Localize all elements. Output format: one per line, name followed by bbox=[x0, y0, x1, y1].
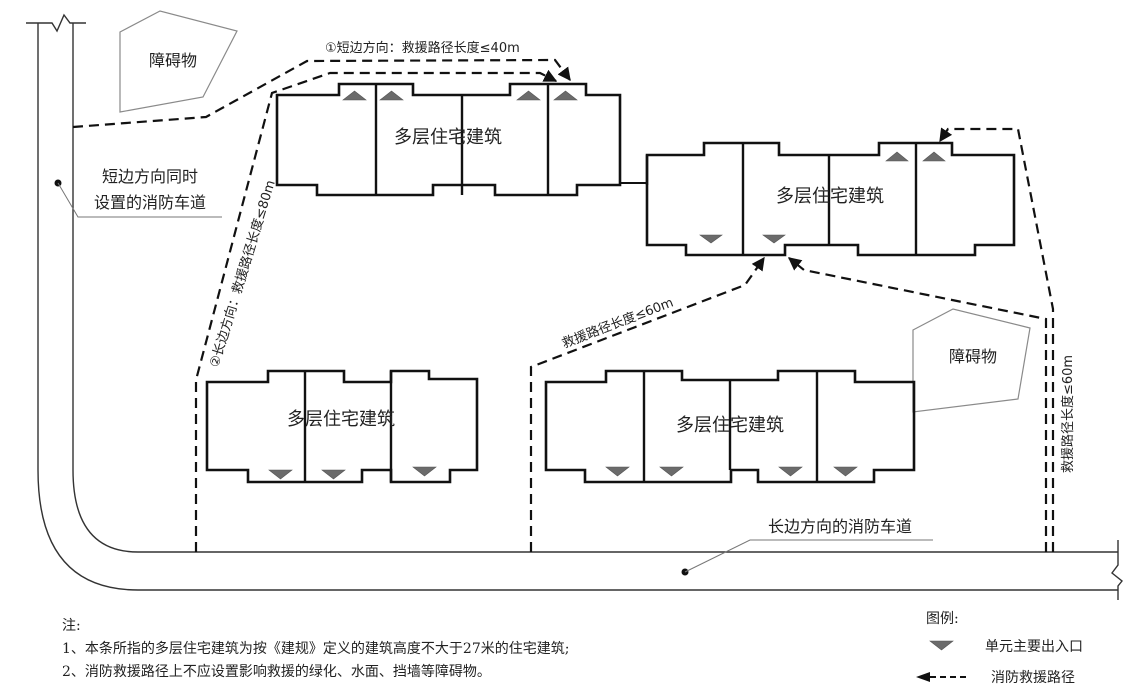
entrance-triangle-icon bbox=[699, 234, 723, 244]
notes: 注: 1、本条所指的多层住宅建筑为按《建规》定义的建筑高度不大于27米的住宅建筑… bbox=[62, 618, 569, 680]
short-side-road-callout: 短边方向同时 设置的消防车道 bbox=[54, 167, 222, 218]
entrance-triangle-icon bbox=[929, 640, 954, 651]
building-label: 多层住宅建筑 bbox=[394, 127, 502, 148]
building-top-left: 多层住宅建筑 bbox=[275, 82, 622, 197]
building-label: 多层住宅建筑 bbox=[676, 415, 784, 436]
legend-label: 消防救援路径 bbox=[991, 670, 1075, 686]
entrance-triangle-icon bbox=[342, 90, 367, 101]
entrance-triangle-icon bbox=[516, 90, 541, 101]
obstacle-right: 障碍物 bbox=[912, 308, 1031, 413]
long-side-road-callout: 长边方向的消防车道 bbox=[681, 517, 933, 576]
road-inner-edge bbox=[72, 23, 1118, 553]
road-outer-edge bbox=[37, 23, 1118, 591]
entrance-triangle-icon bbox=[605, 466, 630, 477]
legend-title: 图例: bbox=[926, 611, 959, 627]
entrance-triangle-icon bbox=[268, 469, 293, 480]
rescue-path-right-upper bbox=[939, 127, 1055, 552]
road-break-symbol-top bbox=[26, 13, 86, 33]
rescue-path-label-right: 救援路径长度≤60m bbox=[1060, 355, 1076, 473]
fire-lane-road bbox=[26, 13, 1123, 600]
entrance-triangle-icon bbox=[412, 466, 437, 477]
entrance-triangle-icon bbox=[885, 151, 909, 162]
entrance-triangle-icon bbox=[762, 234, 786, 244]
rescue-path-label-middle: 救援路径长度≤60m bbox=[560, 294, 676, 351]
entrance-triangle-icon bbox=[922, 151, 946, 162]
rescue-path-label-short-side: ①短边方向：救援路径长度≤40m bbox=[325, 40, 520, 56]
legend: 图例: 单元主要出入口 消防救援路径 bbox=[916, 611, 1083, 686]
leader-line bbox=[684, 539, 933, 573]
building-label: 多层住宅建筑 bbox=[776, 186, 884, 207]
building-bottom-right: 多层住宅建筑 bbox=[544, 369, 916, 484]
road-break-symbol-right bbox=[1111, 540, 1123, 600]
road-label-line2: 设置的消防车道 bbox=[94, 193, 206, 212]
entrance-triangle-icon bbox=[833, 466, 858, 477]
note-item: 2、消防救援路径上不应设置影响救援的绿化、水面、挡墙等障碍物。 bbox=[62, 663, 491, 680]
rescue-path-long-side bbox=[194, 69, 558, 552]
building-label: 多层住宅建筑 bbox=[287, 409, 395, 430]
entrance-triangle-icon bbox=[778, 466, 803, 477]
rescue-path-right-lower bbox=[787, 257, 1048, 552]
rescue-path-label-long-side: ②长边方向：救援路径长度≤80m bbox=[207, 178, 279, 369]
notes-title: 注: bbox=[62, 618, 81, 634]
entrance-triangle-icon bbox=[553, 90, 578, 101]
obstacle-label: 障碍物 bbox=[949, 347, 997, 366]
obstacle-top: 障碍物 bbox=[119, 10, 238, 113]
entrance-triangle-icon bbox=[659, 466, 684, 477]
note-item: 1、本条所指的多层住宅建筑为按《建规》定义的建筑高度不大于27米的住宅建筑; bbox=[62, 640, 569, 657]
entrance-triangle-icon bbox=[321, 469, 346, 480]
rescue-paths bbox=[72, 58, 1055, 552]
entrance-triangle-icon bbox=[379, 90, 404, 101]
legend-label: 单元主要出入口 bbox=[985, 639, 1083, 655]
obstacle-label: 障碍物 bbox=[149, 51, 197, 70]
road-label-line1: 短边方向同时 bbox=[102, 167, 198, 186]
dashed-arrow-icon bbox=[916, 672, 970, 682]
road-label: 长边方向的消防车道 bbox=[768, 517, 912, 536]
building-bottom-left: 多层住宅建筑 bbox=[205, 369, 479, 484]
rescue-path-short-side-outer bbox=[72, 58, 571, 129]
building-top-right: 多层住宅建筑 bbox=[645, 141, 1016, 257]
leader-line bbox=[57, 182, 222, 218]
